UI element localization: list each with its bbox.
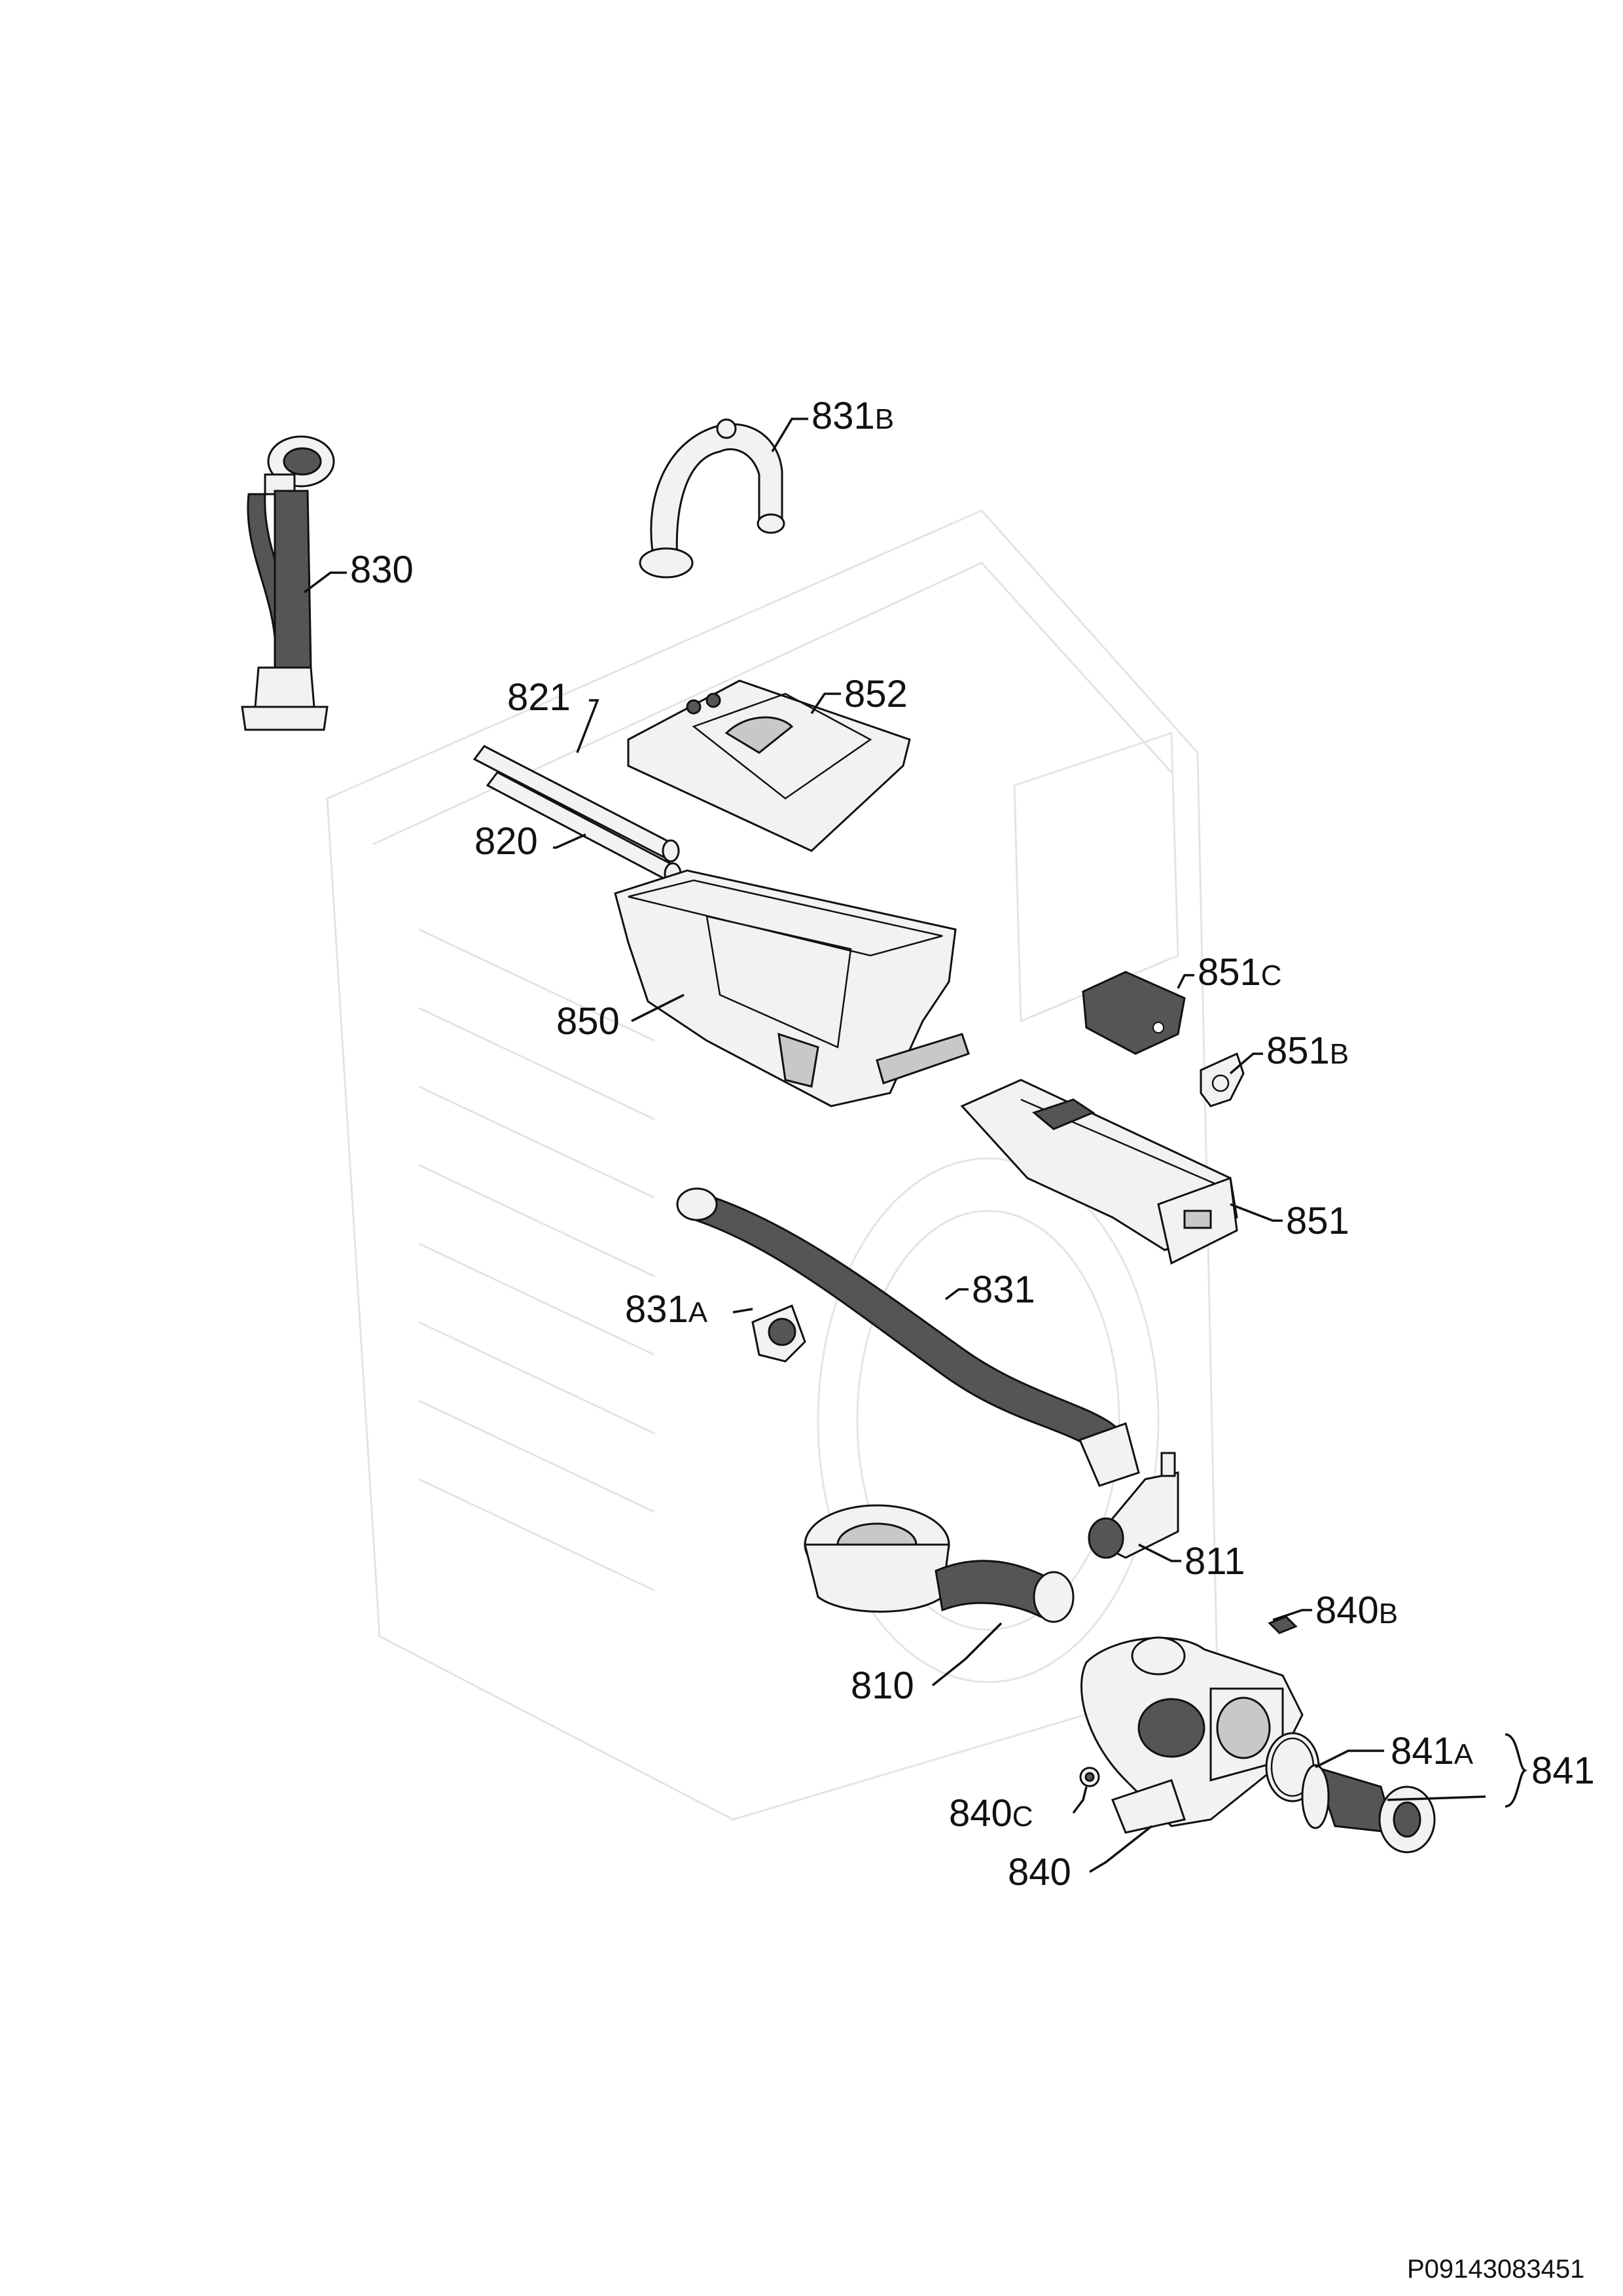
- drain-hose-831: [676, 1187, 1140, 1487]
- label-840: 840: [1008, 1851, 1071, 1893]
- drain-pump-840: [1080, 1636, 1304, 1834]
- document-id: P09143083451: [1407, 2255, 1584, 2284]
- nut-840b: [1268, 1615, 1298, 1634]
- pump-filter-841: [1301, 1764, 1436, 1854]
- hose-guide-831b: [639, 418, 785, 579]
- label-811: 811: [1185, 1540, 1245, 1583]
- cap-851b: [1200, 1052, 1245, 1107]
- label-821: 821: [507, 676, 571, 719]
- label-810: 810: [851, 1664, 914, 1707]
- label-851c: 851C: [1198, 951, 1282, 994]
- label-831b: 831B: [812, 395, 894, 437]
- label-831: 831: [972, 1268, 1035, 1311]
- label-852: 852: [844, 673, 908, 715]
- label-841a: 841A: [1391, 1730, 1474, 1772]
- washing-machine-ghost-outline: [326, 509, 1219, 1821]
- leader-lines: [303, 418, 1527, 1873]
- dispenser-lid-852: [627, 679, 911, 852]
- detergent-drawer-851: [960, 1079, 1238, 1265]
- sump-hose-810: [804, 1504, 1075, 1623]
- siphon-cover-851c: [1082, 971, 1186, 1055]
- label-841: 841: [1531, 1749, 1595, 1792]
- air-chamber-811: [1088, 1452, 1179, 1559]
- label-851b: 851B: [1266, 1030, 1349, 1072]
- washer-840c: [1079, 1767, 1100, 1787]
- inlet-hose-830: [241, 435, 335, 731]
- label-820: 820: [474, 820, 538, 863]
- label-840b: 840B: [1315, 1589, 1398, 1632]
- hose-clip-831a: [751, 1304, 806, 1363]
- label-851: 851: [1286, 1200, 1349, 1242]
- label-831a: 831A: [625, 1288, 708, 1331]
- label-840c: 840C: [949, 1792, 1033, 1835]
- label-830: 830: [350, 548, 414, 591]
- label-850: 850: [556, 1000, 620, 1043]
- dispenser-housing-850: [614, 869, 970, 1107]
